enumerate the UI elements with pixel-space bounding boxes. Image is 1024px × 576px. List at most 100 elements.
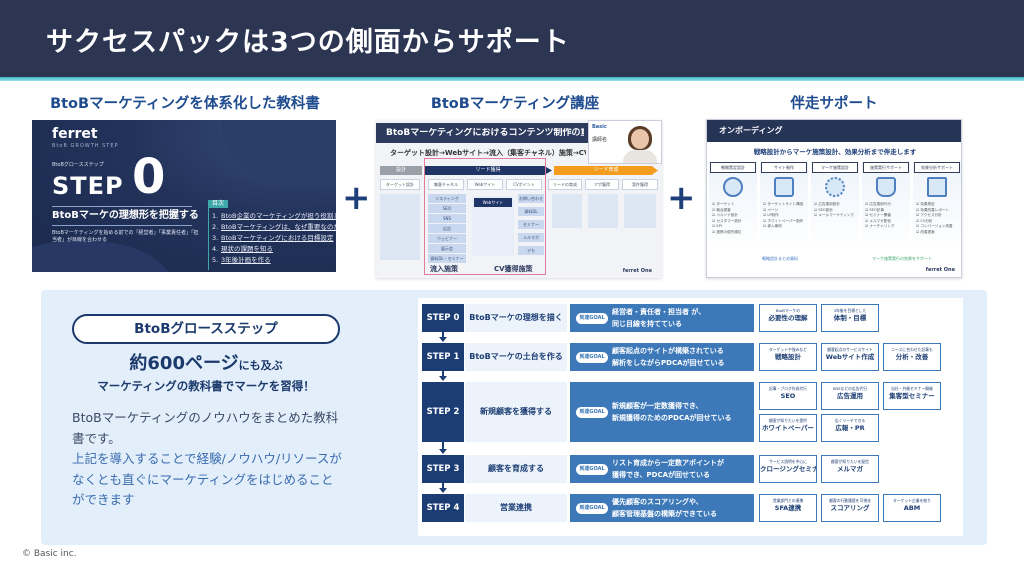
strategy-icon (723, 177, 743, 197)
divider (52, 206, 192, 207)
decorative-shape (222, 120, 336, 190)
service-name: 広告運用 (837, 392, 863, 400)
step-label: STEP 0 (422, 304, 464, 332)
goal-text: 顧客管理基盤の構築ができている (612, 510, 717, 518)
service-name: 必要性の理解 (768, 314, 808, 322)
description-p1: BtoBマーケティングのノウハウをまとめた教科書です。 (72, 410, 339, 446)
service-caption: 顧客起点のサービスサイト (827, 347, 873, 352)
service-card: サービス説明を中心にクロージングセミナー (759, 455, 817, 483)
service-name: 体制・目標 (833, 314, 867, 322)
card-kicker: BtoBグロースステップ (52, 162, 104, 168)
phase-lead-acquisition: リード獲得 (424, 166, 552, 175)
network-icon (825, 177, 845, 197)
service-caption: ターゲットや強みなど (769, 347, 807, 352)
chip: 集客チャネル (428, 179, 464, 190)
service-name: 集客型セミナー (889, 392, 935, 400)
website-box: Webサイト (472, 196, 514, 256)
service-name: クロージングセミナー (760, 465, 816, 473)
inflow-item: SEO (428, 204, 466, 213)
service-name: SFA連携 (774, 504, 802, 512)
step-title: 新規顧客を獲得する (465, 382, 567, 442)
toc-tag: 目次 (208, 200, 229, 208)
service-caption: 3年後を目標とした (833, 308, 867, 313)
service-card: 3年後を目標とした体制・目標 (821, 304, 879, 332)
support-column-head: サイト制作 (761, 162, 807, 173)
service-card: ターゲットや強みなど戦略設計 (759, 343, 817, 371)
service-name: 分析・改善 (895, 353, 929, 361)
flow-arrow (442, 442, 444, 450)
service-card: 広くリーチできる広報・PR (821, 414, 879, 442)
textbook-thumbnail: ferret BtoB GROWTH STEP BtoBグロースステップ STE… (32, 120, 336, 272)
chip: Webサイト (467, 179, 503, 190)
toc-item: 5.3年後計画を作る (212, 256, 271, 264)
support-column-items: ☑ 効果測定☑ 効果改善レポート☑ アクセス分析☑ CV分析☑ コンバージョン改… (916, 202, 953, 234)
logo-subtitle: BtoB GROWTH STEP (52, 143, 119, 149)
speaker-face (631, 129, 649, 149)
inflow-label: 流入施策 (430, 265, 458, 273)
footer-brand: ferret One (622, 268, 652, 274)
flow-arrow (442, 371, 444, 377)
goal-badge: 到達GOAL (576, 503, 608, 514)
speaker-name: 講師名 (592, 137, 608, 143)
arrow-down-icon (439, 449, 447, 454)
service-caption: BtoBマーケの (775, 308, 801, 313)
support-column-items: ☑ ターゲット☑ 競合調査☑ ペルソナ設計☑ カスタマー設計☑ KPI☑ 施策の… (712, 202, 742, 234)
goal-badge: 到達GOAL (576, 352, 608, 363)
chip: リードの育成 (548, 179, 582, 190)
service-card: 顧客が知りたいを配信メルマガ (821, 455, 879, 483)
step-number: 0 (132, 149, 166, 205)
service-card: BtoBマーケの必要性の理解 (759, 304, 817, 332)
service-name: ホワイトペーパー (762, 424, 814, 432)
step-title: BtoBマーケの理想を描く (465, 304, 567, 332)
service-name: ABM (903, 504, 921, 512)
service-name: Webサイト作成 (825, 353, 875, 361)
slide-title-bar: オンボーディング (707, 120, 961, 142)
column-title-course: BtoBマーケティング講座 (430, 96, 600, 112)
support-column-head: 施策実行サポート (863, 162, 909, 173)
slide-title: BtoBマーケティングにおけるコンテンツ制作の重要 (386, 128, 584, 138)
goal-text: 解析をしながらPDCAが回せている (612, 359, 725, 367)
speaker-body (623, 150, 657, 163)
inflow-item: SNS (428, 214, 466, 223)
slide-subtitle: 戦略設計からマーケ施策設計、効果分析まで伴走します (753, 148, 917, 156)
service-caption: 自社・共催セミナー開催 (891, 386, 933, 391)
cv-item: デモ (518, 246, 544, 255)
website-box-title: Webサイト (474, 198, 512, 207)
arrow-down-icon (439, 376, 447, 381)
chip: ターゲット設計 (380, 179, 420, 190)
chip: CVポイント (506, 179, 542, 190)
footer-note-right: マーケ施策実行の効果をサポート (872, 256, 932, 261)
toc-item: 3.BtoBマーケティングにおける目標設定 (212, 234, 334, 242)
support-column: マーケ施策設計 ☑ 広告運用設計☑ SEO設計☑ メールマーケティング (811, 162, 859, 252)
step-title: 営業連携 (465, 494, 567, 522)
headline-big: 約600ページ (129, 353, 239, 374)
arrow-down-icon (439, 337, 447, 342)
funnel-chart (552, 194, 582, 228)
service-caption: ニーズに合わせた記事も (891, 347, 933, 352)
service-card: 顧客が知りたいを提供ホワイトペーパー (759, 414, 817, 442)
service-caption: 顧客の行動履歴を可視化 (829, 498, 871, 503)
service-card: ニーズに合わせた記事も分析・改善 (883, 343, 941, 371)
monitor-shield-icon (876, 177, 896, 197)
phase-design: 設計 (380, 166, 422, 175)
support-column-head: 戦略策定設計 (710, 162, 756, 173)
decorative-shape (32, 240, 172, 272)
service-name: メルマガ (837, 465, 863, 473)
support-column-head: 効果分析サポート (914, 162, 960, 173)
service-caption: サービス説明を中心に (769, 459, 807, 464)
service-caption: SNSなどの広告代行 (832, 386, 868, 391)
funnel-chart (588, 194, 618, 228)
goal-badge: 到達GOAL (576, 464, 608, 475)
service-name: SEO (780, 392, 796, 400)
step-title: BtoBマーケの土台を作る (465, 343, 567, 371)
plus-icon: + (667, 178, 696, 218)
card-subtitle: BtoBマーケの理想形を把握する (52, 210, 199, 221)
step-label: STEP 4 (422, 494, 464, 522)
course-thumbnail: BtoBマーケティングにおけるコンテンツ制作の重要 ターゲット設計→Webサイト… (376, 120, 662, 278)
headline-line2: マーケティングの教科書でマーケを習得！ (97, 379, 315, 393)
